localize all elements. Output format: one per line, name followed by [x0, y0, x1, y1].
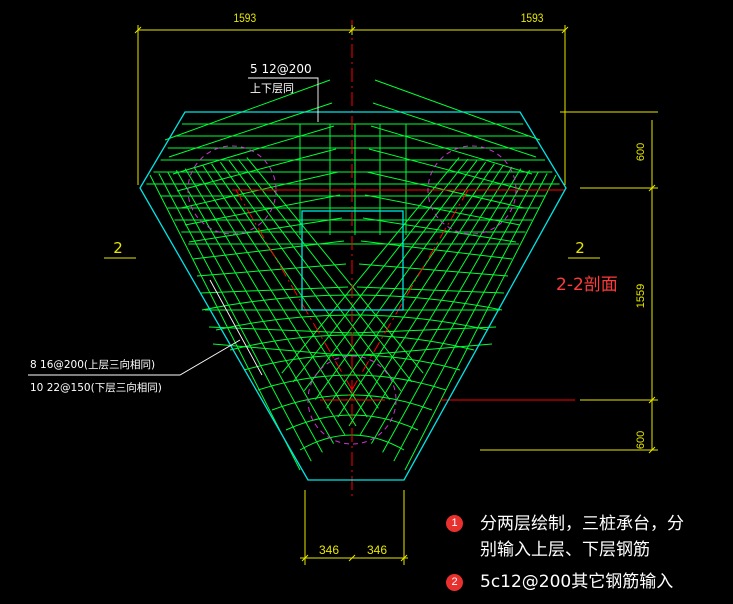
- rebar-line: [164, 79, 331, 141]
- diagonal-centerline-left: [235, 189, 359, 401]
- section-title: 2-2剖面: [556, 275, 618, 295]
- note-2-badge: 2: [446, 574, 463, 591]
- section-mark-right: 2: [575, 239, 585, 257]
- rebar-line: [212, 343, 355, 357]
- rebar-line: [382, 171, 539, 453]
- callout-top-line1: 5 12@200: [250, 62, 312, 76]
- rebar-line: [188, 217, 343, 243]
- rebar-line: [192, 240, 345, 260]
- rebar-line: [175, 169, 335, 444]
- rebar-line: [358, 263, 509, 277]
- rebar-arc: [243, 354, 461, 371]
- dimension-lines: [104, 25, 658, 565]
- dim-top-left: 1593: [233, 12, 256, 25]
- cap-outline: [139, 111, 567, 481]
- rebar-line: [370, 169, 531, 444]
- column-outline: [301, 210, 404, 311]
- diagonal-centerline-right: [345, 189, 469, 401]
- rebar-line: [228, 160, 402, 392]
- rebar-line: [393, 173, 548, 462]
- note-1-badge: 1: [446, 515, 463, 532]
- note-1-line1: 分两层绘制，三桩承台，分: [480, 514, 684, 534]
- rebar-line: [158, 173, 312, 462]
- rebar-line: [196, 263, 347, 277]
- rebar-line: [356, 286, 505, 294]
- dim-right-middle: 1559: [635, 284, 647, 308]
- rebar-line: [184, 168, 346, 436]
- callout-left-line2: 10 22@150(下层三向相同): [30, 381, 162, 394]
- center-lines: [232, 20, 575, 500]
- rebar-line: [364, 194, 521, 226]
- rebar-line: [348, 166, 513, 427]
- pile-circle-bottom: [307, 355, 397, 445]
- rebar-line: [237, 158, 413, 383]
- rebar-line: [176, 148, 337, 192]
- section-mark-left: 2: [113, 239, 123, 257]
- leader-lines: [28, 77, 319, 376]
- rebar-line: [350, 343, 493, 357]
- rebar-arc: [271, 394, 433, 411]
- note-1-line2: 别输入上层、下层钢筋: [480, 540, 650, 560]
- dim-right-lower: 600: [635, 431, 647, 449]
- rebar-line: [404, 174, 557, 471]
- callout-top-line2: 上下层同: [250, 82, 294, 95]
- rebar-line: [219, 161, 391, 400]
- rebar-line: [368, 148, 529, 192]
- pile-circle-right: [427, 145, 517, 235]
- dim-top-right: 1593: [521, 12, 544, 25]
- rebar-line: [360, 240, 513, 260]
- rebar-line: [352, 326, 497, 334]
- rebar-line: [337, 165, 504, 418]
- rebar-line: [202, 165, 368, 418]
- rebar-line: [374, 79, 541, 141]
- rebar-line: [167, 171, 323, 453]
- dim-bottom-right: 346: [367, 543, 387, 557]
- dim-bottom-left: 346: [319, 543, 339, 557]
- rebar-line: [149, 174, 301, 471]
- pile-circles: [187, 145, 517, 445]
- rebar-line: [292, 158, 469, 383]
- rebar-line: [314, 161, 487, 400]
- rebar-line: [303, 160, 478, 392]
- dim-right-upper: 600: [635, 143, 647, 161]
- rebar-line: [200, 286, 349, 294]
- pile-circle-left: [187, 145, 277, 235]
- rebar-line: [362, 217, 517, 243]
- rebar-line: [184, 194, 341, 226]
- rebar-grid: [146, 79, 560, 471]
- note-2-line1: 5c12@200其它钢筋输入: [480, 572, 674, 592]
- callout-left-line1: 8 16@200(上层三向相同): [30, 358, 155, 371]
- rebar-line: [359, 168, 522, 436]
- rebar-line: [193, 166, 357, 427]
- rebar-line: [172, 125, 335, 175]
- rebar-line: [208, 326, 353, 334]
- rebar-line: [370, 125, 533, 175]
- rebar-line: [211, 163, 379, 409]
- rebar-line: [326, 163, 495, 409]
